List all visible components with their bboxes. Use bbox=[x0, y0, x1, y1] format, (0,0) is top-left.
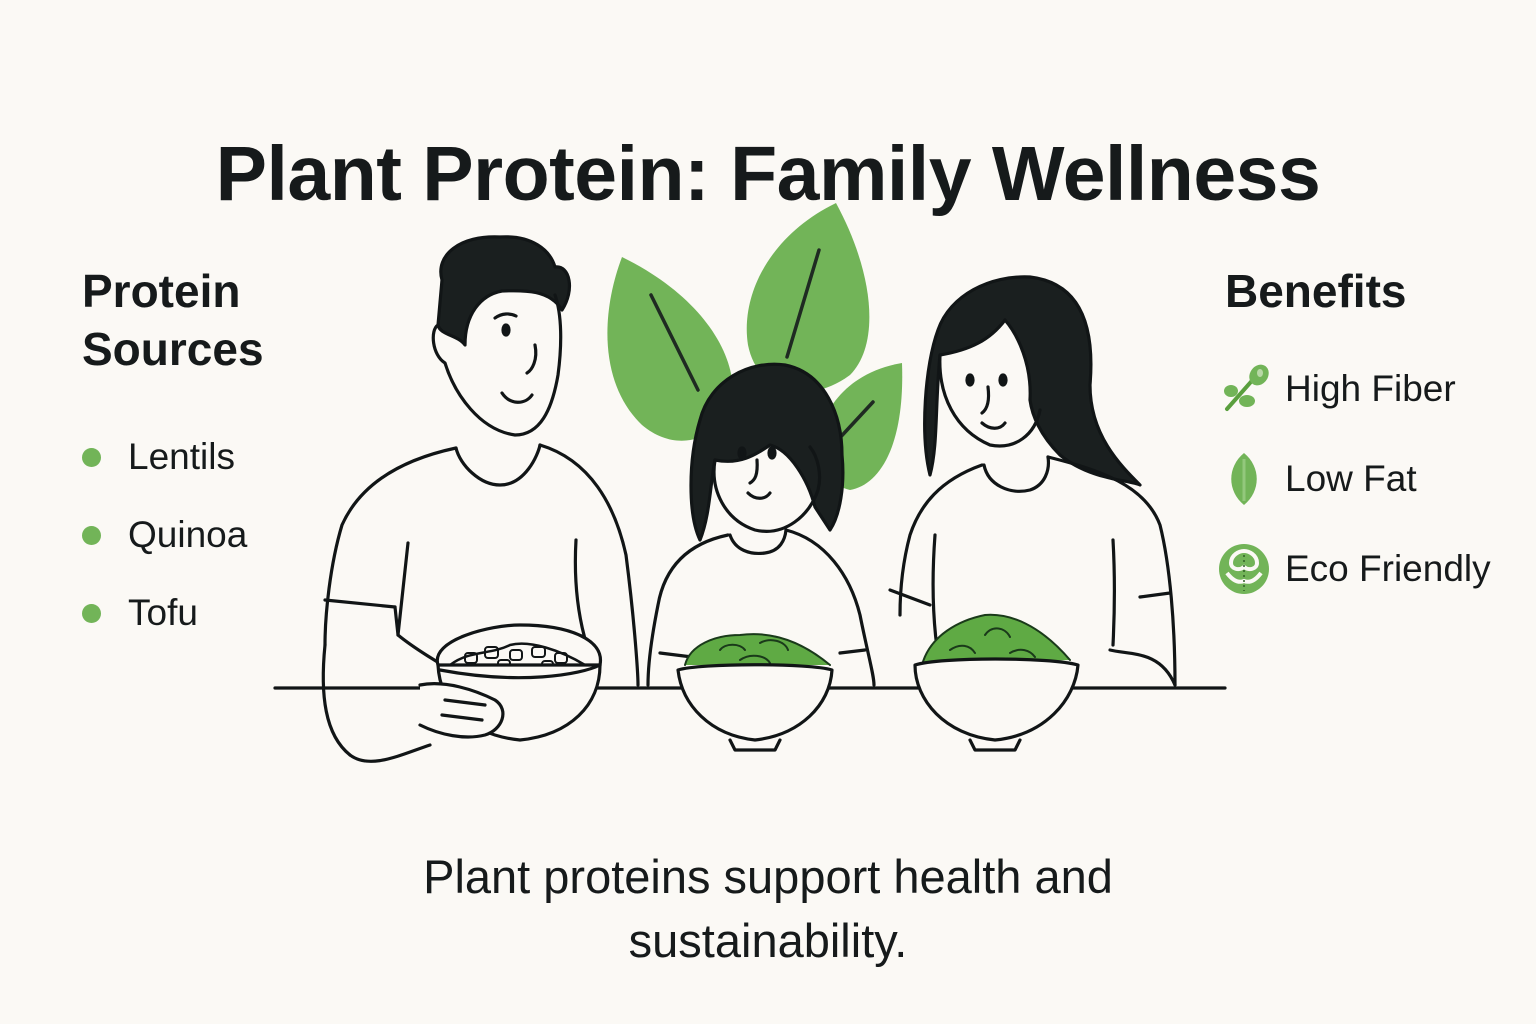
list-item-quinoa: Quinoa bbox=[82, 496, 342, 574]
list-item-lentils: Lentils bbox=[82, 418, 342, 496]
list-item-label: Tofu bbox=[128, 592, 198, 633]
eco-leaf-circle-icon bbox=[1219, 544, 1269, 594]
background-leaves-icon bbox=[607, 203, 903, 490]
mother-figure bbox=[888, 275, 1177, 687]
caption-text: Plant proteins support health and sustai… bbox=[0, 845, 1536, 973]
leaf-icon bbox=[1231, 453, 1257, 505]
list-item-low-fat: Low Fat bbox=[1217, 434, 1525, 524]
benefits-panel: Benefits High Fiber Low Fat bbox=[1219, 262, 1525, 614]
protein-sources-heading: Protein Sources bbox=[82, 262, 342, 378]
protein-sources-heading-line2: Sources bbox=[82, 323, 264, 375]
greens-bowl-icon bbox=[676, 633, 834, 752]
benefits-heading: Benefits bbox=[1225, 265, 1407, 317]
sprout-icon bbox=[1224, 364, 1269, 411]
protein-sources-panel: Protein Sources Lentils Quinoa Tofu bbox=[82, 262, 342, 652]
list-item-eco-friendly: Eco Friendly bbox=[1217, 524, 1525, 614]
list-item-label: Low Fat bbox=[1285, 458, 1417, 499]
list-item-label: High Fiber bbox=[1285, 368, 1456, 409]
list-item-tofu: Tofu bbox=[82, 574, 342, 652]
caption-line1: Plant proteins support health and bbox=[423, 850, 1113, 903]
list-item-label: Quinoa bbox=[128, 514, 248, 555]
family-illustration bbox=[273, 203, 1227, 763]
benefits-list: High Fiber Low Fat Eco Friendly bbox=[1217, 344, 1525, 614]
bullet-dot-icon bbox=[82, 525, 101, 545]
list-item-label: Eco Friendly bbox=[1285, 548, 1491, 589]
list-item-high-fiber: High Fiber bbox=[1217, 344, 1525, 434]
protein-sources-heading-line1: Protein bbox=[82, 265, 241, 317]
bullet-dot-icon bbox=[82, 603, 101, 623]
bullet-dot-icon bbox=[82, 447, 101, 467]
page-title: Plant Protein: Family Wellness bbox=[215, 130, 1321, 217]
list-item-label: Lentils bbox=[128, 436, 235, 477]
tofu-bowl-icon bbox=[418, 623, 602, 742]
caption-line2: sustainability. bbox=[628, 914, 908, 967]
protein-sources-list: Lentils Quinoa Tofu bbox=[82, 418, 342, 652]
daughter-figure bbox=[646, 362, 876, 687]
edamame-bowl-icon bbox=[913, 613, 1080, 752]
